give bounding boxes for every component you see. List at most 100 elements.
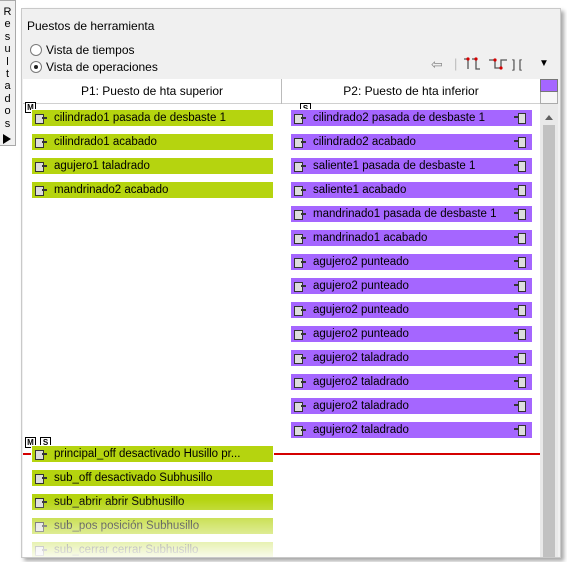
operation-label: agujero2 punteado (313, 304, 409, 316)
operation-row[interactable]: sub_cerrar cerrar Subhusillo (31, 541, 274, 557)
radio-button[interactable] (30, 44, 42, 56)
operations-grid: P1: Puesto de hta superior P2: Puesto de… (23, 79, 540, 557)
scrollbar-thumb[interactable] (543, 125, 555, 557)
radio-label: Vista de tiempos (46, 43, 135, 57)
operation-row[interactable]: agujero1 taladrado (31, 157, 274, 175)
operation-row[interactable]: saliente1 pasada de desbaste 1 (290, 157, 533, 175)
tool-icon (514, 112, 526, 124)
operation-row[interactable]: mandrinado2 acabado (31, 181, 274, 199)
tool-icon (293, 376, 307, 388)
tool-icon (293, 136, 307, 148)
operation-row[interactable]: agujero2 punteado (290, 277, 533, 295)
bracket-icon[interactable]: ] [ (512, 57, 523, 71)
operation-row[interactable]: sub_pos posición Subhusillo (31, 517, 274, 535)
tool-icon (34, 136, 48, 148)
operation-row[interactable]: agujero2 taladrado (290, 373, 533, 391)
tool-icon (34, 520, 48, 532)
tool-icon (293, 184, 307, 196)
operation-row[interactable]: cilindrado1 pasada de desbaste 1 (31, 109, 274, 127)
operation-label: agujero2 taladrado (313, 400, 409, 412)
operation-label: agujero2 punteado (313, 256, 409, 268)
p2-color-swatch (540, 79, 558, 92)
operation-label: saliente1 pasada de desbaste 1 (313, 160, 476, 172)
operation-row[interactable]: sub_off desactivado Subhusillo (31, 469, 274, 487)
tool-icon (514, 256, 526, 268)
operation-label: sub_abrir abrir Subhusillo (54, 496, 185, 508)
sync-line (23, 453, 540, 455)
operation-label: agujero2 taladrado (313, 352, 409, 364)
operation-label: agujero2 punteado (313, 328, 409, 340)
separator: | (454, 56, 458, 71)
operation-row[interactable]: mandrinado1 pasada de desbaste 1 (290, 205, 533, 223)
tool-icon (34, 448, 48, 460)
operation-row[interactable]: agujero2 punteado (290, 301, 533, 319)
operation-row[interactable]: saliente1 acabado (290, 181, 533, 199)
column-header-p1[interactable]: P1: Puesto de hta superior (23, 79, 281, 104)
operation-row[interactable]: cilindrado2 pasada de desbaste 1 (290, 109, 533, 127)
tool-icon (293, 328, 307, 340)
operation-row[interactable]: cilindrado2 acabado (290, 133, 533, 151)
tool-icon (293, 352, 307, 364)
operation-row[interactable]: mandrinado1 acabado (290, 229, 533, 247)
tool-icon (293, 256, 307, 268)
undo-arrow-icon[interactable]: ⇦ (431, 56, 443, 72)
operation-label: agujero2 punteado (313, 280, 409, 292)
operation-label: sub_pos posición Subhusillo (54, 520, 200, 532)
tool-icon (34, 544, 48, 556)
column-header-p2[interactable]: P2: Puesto de hta inferior (282, 79, 540, 104)
tool-icon (514, 136, 526, 148)
operation-row[interactable]: agujero2 taladrado (290, 421, 533, 439)
tool-icon (293, 112, 307, 124)
tool-stations-panel: Puestos de herramienta Vista de tiempos … (21, 8, 561, 558)
operation-row[interactable]: principal_off desactivado Husillo pr... (31, 445, 274, 463)
tool-icon (293, 424, 307, 436)
tool-icon (514, 304, 526, 316)
operation-label: sub_cerrar cerrar Subhusillo (54, 544, 199, 556)
scroll-up-icon[interactable] (545, 115, 553, 120)
operation-label: agujero2 taladrado (313, 376, 409, 388)
sync-marker-icon[interactable] (462, 56, 484, 72)
tool-icon (34, 472, 48, 484)
tool-icon (514, 424, 526, 436)
column-divider (281, 79, 282, 104)
sync-marker-m: M (25, 437, 36, 448)
tool-icon (293, 208, 307, 220)
tool-icon (514, 280, 526, 292)
tool-icon (514, 232, 526, 244)
dropdown-icon[interactable]: ▼ (539, 58, 549, 69)
tool-icon (34, 184, 48, 196)
tool-icon (514, 160, 526, 172)
operation-label: saliente1 acabado (313, 184, 407, 196)
sync-offset-icon[interactable] (487, 56, 509, 72)
tool-icon (514, 328, 526, 340)
operation-label: cilindrado2 acabado (313, 136, 416, 148)
operation-label: mandrinado2 acabado (54, 184, 169, 196)
scrollbar-corner (540, 92, 558, 104)
tool-icon (514, 376, 526, 388)
operation-label: mandrinado1 pasada de desbaste 1 (313, 208, 497, 220)
operation-label: mandrinado1 acabado (313, 232, 428, 244)
operation-label: cilindrado2 pasada de desbaste 1 (313, 112, 485, 124)
play-right-icon[interactable] (3, 134, 11, 144)
operation-label: agujero1 taladrado (54, 160, 150, 172)
operation-label: sub_off desactivado Subhusillo (54, 472, 213, 484)
tool-icon (514, 184, 526, 196)
tool-icon (34, 112, 48, 124)
radio-time-view[interactable]: Vista de tiempos (30, 43, 135, 57)
operation-row[interactable]: cilindrado1 acabado (31, 133, 274, 151)
operation-row[interactable]: agujero2 punteado (290, 325, 533, 343)
tool-icon (293, 304, 307, 316)
radio-button[interactable] (30, 61, 42, 73)
operation-row[interactable]: agujero2 punteado (290, 253, 533, 271)
operation-row[interactable]: sub_abrir abrir Subhusillo (31, 493, 274, 511)
tool-icon (34, 496, 48, 508)
tool-icon (34, 160, 48, 172)
operation-label: cilindrado1 acabado (54, 136, 157, 148)
operation-row[interactable]: agujero2 taladrado (290, 349, 533, 367)
operation-label: agujero2 taladrado (313, 424, 409, 436)
operation-row[interactable]: agujero2 taladrado (290, 397, 533, 415)
tool-icon (293, 280, 307, 292)
radio-operations-view[interactable]: Vista de operaciones (30, 60, 158, 74)
vertical-scrollbar[interactable] (540, 79, 558, 557)
